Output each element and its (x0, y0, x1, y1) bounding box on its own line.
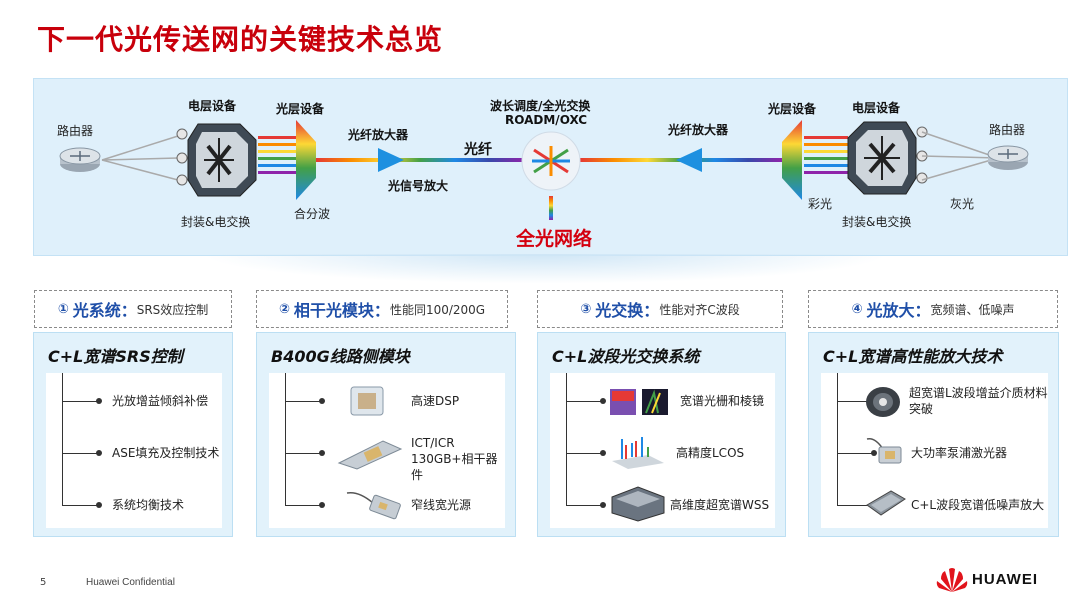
card-optical-switching: C+L波段光交换系统 宽谱光栅和棱镜 高精度LCOS 高维度超宽谱WSS (537, 332, 786, 537)
router-left-links (101, 135, 179, 181)
mux-label: 合分波 (294, 207, 331, 221)
list-item: ICT/ICR 130GB+相干器件 (411, 436, 498, 482)
section-header-1: ① 光系统： SRS效应控制 (34, 290, 232, 328)
card-title: C+L宽谱高性能放大技术 (823, 347, 1003, 366)
list-item: ASE填充及控制技术 (112, 446, 220, 460)
section-header-3: ③ 光交换： 性能对齐C波段 (537, 290, 783, 328)
list-item: 系统均衡技术 (112, 498, 185, 512)
optical-layer-right-label: 光层设备 (768, 102, 817, 116)
fiber-label: 光纤 (464, 142, 492, 158)
laser-source-icon (346, 491, 401, 520)
package-left-label: 封装&电交换 (181, 215, 251, 229)
package-right-label: 封装&电交换 (842, 215, 912, 229)
card-b400g-module: B400G线路侧模块 高速DSP ICT/ICR 130GB+相干器件 窄线宽光… (256, 332, 516, 537)
page-number: 5 (40, 577, 47, 588)
optical-layer-left-label: 光层设备 (276, 102, 325, 116)
router-right-links (921, 131, 999, 181)
panel-glow (200, 254, 890, 284)
amp-right-label: 光纤放大器 (668, 123, 729, 137)
list-item: 高精度LCOS (676, 446, 745, 460)
fiber-line-left (316, 158, 524, 162)
page-title: 下一代光传送网的关键技术总览 (37, 23, 444, 56)
all-optical-link (549, 196, 553, 220)
electrical-switch-left-icon (176, 123, 257, 197)
all-optical-label: 全光网络 (516, 228, 593, 250)
pump-laser-icon (866, 437, 902, 464)
router-left-icon (59, 147, 101, 172)
card-title: C+L波段光交换系统 (552, 347, 700, 366)
confidential-label: Huawei Confidential (86, 577, 175, 588)
electrical-layer-left-label: 电层设备 (188, 99, 237, 113)
roadm-label: ROADM/OXC (505, 113, 588, 127)
dsp-chip-icon (350, 386, 384, 416)
color-channels-right (804, 136, 848, 180)
card-optical-amplification: C+L宽谱高性能放大技术 超宽谱L波段增益介质材料突破 大功率泵浦激光器 C+L… (808, 332, 1059, 537)
amp-left-label: 光纤放大器 (348, 128, 409, 142)
card-srs-control: C+L宽谱SRS控制 光放增益倾斜补偿 ASE填充及控制技术 系统均衡技术 (33, 332, 233, 537)
section-header-2: ② 相干光模块： 性能同100/200G (256, 290, 508, 328)
grating-prism-icon (610, 389, 668, 415)
color-light-label: 彩光 (808, 197, 833, 211)
wss-icon (611, 486, 665, 522)
list-item: 大功率泵浦激光器 (911, 446, 1008, 460)
coherent-device-icon (337, 440, 403, 470)
card-title: C+L宽谱SRS控制 (48, 347, 183, 366)
electrical-layer-right-label: 电层设备 (852, 101, 901, 115)
electrical-switch-right-icon (847, 121, 928, 195)
list-item: 宽谱光栅和棱镜 (680, 394, 765, 408)
amplifier-left-icon (378, 148, 404, 172)
list-item: C+L波段宽谱低噪声放大 (911, 498, 1045, 512)
list-item: 高速DSP (411, 394, 460, 408)
list-item: 光放增益倾斜补偿 (112, 394, 209, 408)
multiplexer-right-icon (782, 120, 802, 200)
amplifier-module-icon (866, 490, 906, 516)
fiber-coil-icon (866, 387, 900, 417)
list-item: 窄线宽光源 (411, 498, 472, 512)
signal-amp-label: 光信号放大 (388, 179, 449, 193)
roadm-oxc-icon (521, 131, 581, 191)
section-header-4: ④ 光放大： 宽频谱、低噪声 (808, 290, 1058, 328)
amplifier-right-icon (676, 148, 702, 172)
wavelength-tuning-label: 波长调度/全光交换 (490, 99, 591, 113)
router-left-label: 路由器 (57, 124, 94, 138)
router-right-icon (987, 145, 1029, 170)
card-title: B400G线路侧模块 (271, 347, 410, 366)
list-item: 高维度超宽谱WSS (670, 498, 770, 512)
gray-light-label: 灰光 (950, 197, 975, 211)
list-item: 超宽谱L波段增益介质材料突破 (909, 386, 1048, 416)
brand-label: HUAWEI (972, 571, 1038, 588)
color-channels-left (258, 136, 296, 180)
lcos-icon (612, 437, 664, 469)
huawei-logo-icon (936, 568, 968, 592)
router-right-label: 路由器 (989, 123, 1026, 137)
multiplexer-left-icon (296, 120, 316, 200)
